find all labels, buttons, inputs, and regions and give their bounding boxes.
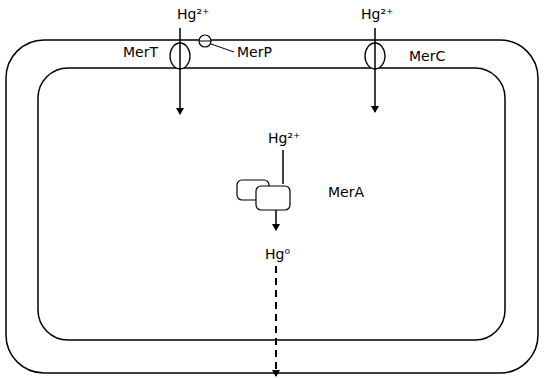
mera-subunit <box>256 186 290 210</box>
text-label: Hg²⁺ <box>267 130 301 146</box>
text-label: Hg²⁺ <box>176 6 210 22</box>
reduction-arrow <box>275 210 277 230</box>
merp-leader <box>211 44 234 52</box>
transport-arrow <box>179 28 181 114</box>
substrate-line <box>282 150 284 184</box>
merp-mark <box>199 41 211 42</box>
inner-membrane <box>38 68 505 340</box>
volatilization-arrow <box>275 266 277 376</box>
transport-arrow <box>374 28 376 112</box>
text-label: MerT <box>122 44 159 60</box>
text-label: Hg⁰ <box>264 246 291 262</box>
text-label: MerC <box>408 48 446 64</box>
text-label: MerA <box>327 184 365 200</box>
outer-membrane <box>6 40 538 373</box>
text-label: MerP <box>236 44 273 60</box>
text-label: Hg²⁺ <box>360 6 394 22</box>
merp-protein <box>199 35 211 47</box>
